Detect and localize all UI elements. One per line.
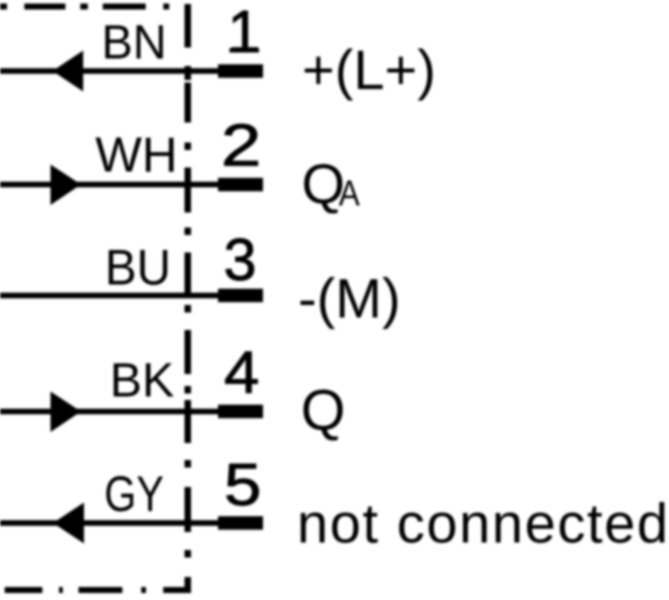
- svg-text:5: 5: [224, 452, 261, 518]
- svg-text:WH: WH: [95, 128, 177, 183]
- svg-text:A: A: [339, 173, 360, 214]
- svg-text:BK: BK: [110, 355, 175, 408]
- svg-text:2: 2: [221, 113, 261, 179]
- svg-text:BU: BU: [105, 240, 171, 296]
- svg-text:4: 4: [224, 340, 259, 406]
- svg-text:+(L+): +(L+): [302, 38, 436, 101]
- svg-text:not connected: not connected: [297, 492, 669, 555]
- svg-text:Q: Q: [302, 152, 346, 215]
- svg-text:-(M): -(M): [298, 267, 401, 330]
- svg-text:BN: BN: [102, 17, 167, 70]
- svg-text:Q: Q: [301, 379, 346, 443]
- svg-text:1: 1: [228, 0, 261, 65]
- svg-text:GY: GY: [104, 466, 164, 522]
- svg-text:3: 3: [224, 227, 257, 293]
